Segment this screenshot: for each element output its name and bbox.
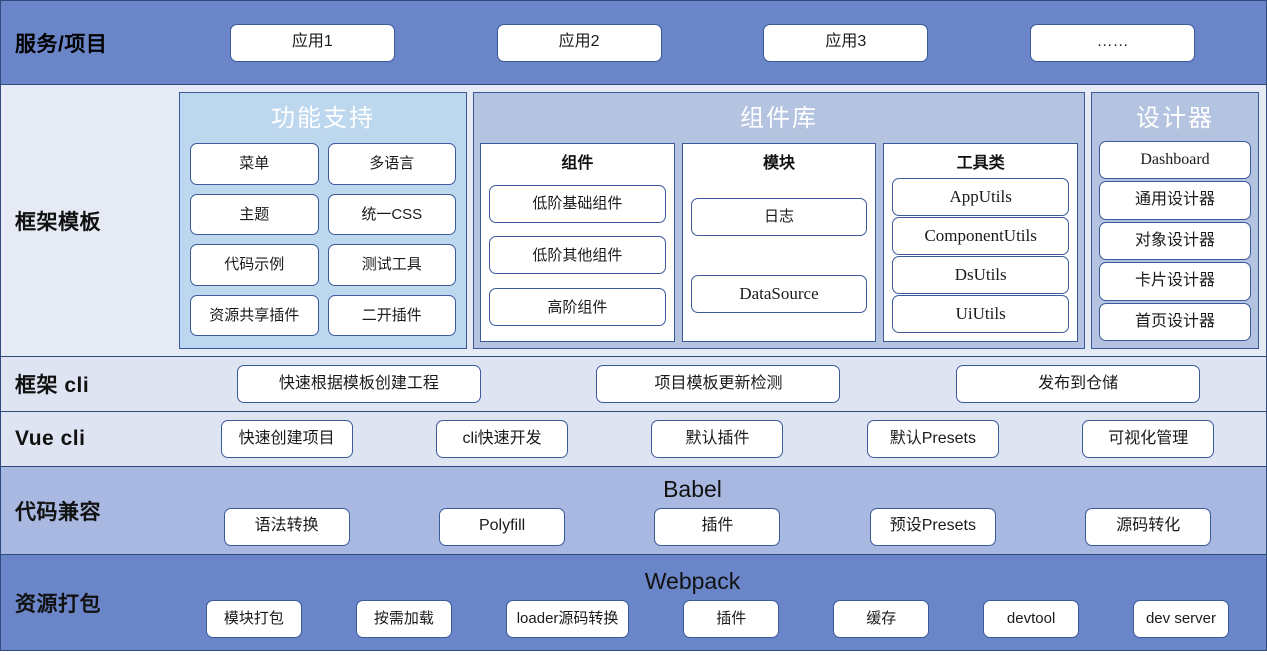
subpanel-items-utils: AppUtils ComponentUtils DsUtils UiUtils bbox=[892, 178, 1070, 333]
panel-designer: 设计器 Dashboard 通用设计器 对象设计器 卡片设计器 首页设计器 bbox=[1091, 92, 1259, 349]
chip-babel-presets[interactable]: 预设Presets bbox=[869, 507, 996, 546]
row-body-framework-template: 功能支持 菜单 多语言 主题 统一CSS 代码示例 测试工具 资源共享插件 二开… bbox=[179, 85, 1266, 356]
chip-feature-secondary-plugin[interactable]: 二开插件 bbox=[327, 294, 456, 336]
row-resource-bundling: 资源打包 Webpack 模块打包 按需加载 loader源码转换 插件 缓存 … bbox=[0, 555, 1267, 651]
chip-app-2[interactable]: 应用2 bbox=[496, 23, 662, 62]
chip-module-bundling[interactable]: 模块打包 bbox=[205, 599, 302, 638]
panel-title-component-library: 组件库 bbox=[474, 93, 1084, 139]
panel-inner-designer: Dashboard 通用设计器 对象设计器 卡片设计器 首页设计器 bbox=[1092, 139, 1258, 348]
subpanel-items-modules: 日志 DataSource bbox=[690, 178, 868, 333]
section-title-webpack: Webpack bbox=[644, 567, 741, 594]
chip-strip-webpack: 模块打包 按需加载 loader源码转换 插件 缓存 devtool dev s… bbox=[179, 599, 1266, 638]
panel-title-feature-support: 功能支持 bbox=[180, 93, 466, 139]
chip-polyfill[interactable]: Polyfill bbox=[439, 507, 566, 546]
chip-designer-general[interactable]: 通用设计器 bbox=[1099, 181, 1251, 220]
chip-designer-dashboard[interactable]: Dashboard bbox=[1099, 141, 1251, 180]
chip-template-update-check[interactable]: 项目模板更新检测 bbox=[596, 365, 841, 403]
chip-webpack-plugins[interactable]: 插件 bbox=[683, 599, 780, 638]
chip-app-more[interactable]: …… bbox=[1030, 23, 1196, 62]
chip-default-plugins[interactable]: 默认插件 bbox=[651, 420, 784, 458]
row-body-code-compatibility: Babel 语法转换 Polyfill 插件 预设Presets 源码转化 bbox=[179, 467, 1266, 554]
panel-inner-component-library: 组件 低阶基础组件 低阶其他组件 高阶组件 模块 日志 DataSource bbox=[474, 139, 1084, 349]
chip-feature-menu[interactable]: 菜单 bbox=[190, 143, 319, 185]
chip-designer-object[interactable]: 对象设计器 bbox=[1099, 221, 1251, 261]
subpanel-title-modules: 模块 bbox=[763, 155, 796, 172]
chip-loader-transform[interactable]: loader源码转换 bbox=[505, 599, 630, 638]
chip-module-datasource[interactable]: DataSource bbox=[690, 275, 868, 314]
subpanel-components: 组件 低阶基础组件 低阶其他组件 高阶组件 bbox=[480, 143, 675, 342]
chip-devtool[interactable]: devtool bbox=[983, 599, 1080, 638]
chip-designer-card[interactable]: 卡片设计器 bbox=[1099, 262, 1251, 301]
row-body-service-project: 应用1 应用2 应用3 …… bbox=[179, 1, 1266, 84]
chip-app-utils[interactable]: AppUtils bbox=[892, 178, 1070, 216]
chip-quick-create-project[interactable]: 快速创建项目 bbox=[220, 420, 353, 458]
chip-module-log[interactable]: 日志 bbox=[690, 197, 868, 236]
subpanel-modules: 模块 日志 DataSource bbox=[681, 143, 877, 342]
subpanel-title-components: 组件 bbox=[561, 155, 594, 172]
row-label-code-compatibility: 代码兼容 bbox=[15, 500, 101, 524]
row-vue-cli: Vue cli 快速创建项目 cli快速开发 默认插件 默认Presets 可视… bbox=[0, 412, 1267, 467]
chip-app-3[interactable]: 应用3 bbox=[763, 23, 929, 62]
chip-syntax-transform[interactable]: 语法转换 bbox=[223, 507, 350, 546]
row-label-framework-template: 框架模板 bbox=[15, 210, 101, 234]
chip-designer-homepage[interactable]: 首页设计器 bbox=[1099, 302, 1251, 342]
row-body-framework-cli: 快速根据模板创建工程 项目模板更新检测 发布到仓储 bbox=[179, 357, 1266, 411]
chip-feature-share-plugin[interactable]: 资源共享插件 bbox=[190, 294, 319, 336]
chip-high-component[interactable]: 高阶组件 bbox=[489, 288, 666, 327]
row-body-vue-cli: 快速创建项目 cli快速开发 默认插件 默认Presets 可视化管理 bbox=[179, 412, 1266, 466]
row-code-compatibility: 代码兼容 Babel 语法转换 Polyfill 插件 预设Presets 源码… bbox=[0, 467, 1267, 555]
row-label-resource-bundling: 资源打包 bbox=[15, 592, 101, 616]
chip-visual-management[interactable]: 可视化管理 bbox=[1082, 420, 1215, 458]
chip-feature-i18n[interactable]: 多语言 bbox=[327, 143, 456, 185]
section-title-babel: Babel bbox=[663, 475, 722, 502]
chip-create-project-from-template[interactable]: 快速根据模板创建工程 bbox=[236, 365, 481, 403]
row-service-project: 服务/项目 应用1 应用2 应用3 …… bbox=[0, 0, 1267, 85]
subpanel-utils: 工具类 AppUtils ComponentUtils DsUtils UiUt… bbox=[883, 143, 1079, 342]
panel-title-designer: 设计器 bbox=[1092, 93, 1258, 139]
chip-cache[interactable]: 缓存 bbox=[833, 599, 930, 638]
subpanel-items-components: 低阶基础组件 低阶其他组件 高阶组件 bbox=[489, 178, 666, 333]
row-framework-cli: 框架 cli 快速根据模板创建工程 项目模板更新检测 发布到仓储 bbox=[0, 357, 1267, 412]
chip-source-transform[interactable]: 源码转化 bbox=[1085, 507, 1212, 546]
row-label-framework-cli: 框架 cli bbox=[15, 374, 90, 397]
row-label-service-project: 服务/项目 bbox=[15, 32, 108, 56]
chip-low-other-component[interactable]: 低阶其他组件 bbox=[489, 236, 666, 275]
chip-component-utils[interactable]: ComponentUtils bbox=[892, 217, 1070, 255]
row-label-vue-cli: Vue cli bbox=[15, 427, 86, 450]
chip-low-base-component[interactable]: 低阶基础组件 bbox=[489, 184, 666, 223]
chip-strip-babel: 语法转换 Polyfill 插件 预设Presets 源码转化 bbox=[179, 507, 1266, 546]
chip-feature-theme[interactable]: 主题 bbox=[190, 193, 319, 235]
chip-ds-utils[interactable]: DsUtils bbox=[892, 256, 1070, 294]
chip-default-presets[interactable]: 默认Presets bbox=[866, 420, 999, 458]
chip-lazy-loading[interactable]: 按需加载 bbox=[355, 599, 452, 638]
chip-babel-plugins[interactable]: 插件 bbox=[654, 507, 781, 546]
chip-cli-rapid-dev[interactable]: cli快速开发 bbox=[436, 420, 569, 458]
row-framework-template: 框架模板 功能支持 菜单 多语言 主题 统一CSS 代码示例 测试工具 资源共享… bbox=[0, 85, 1267, 357]
chip-feature-code-sample[interactable]: 代码示例 bbox=[190, 244, 319, 286]
chip-ui-utils[interactable]: UiUtils bbox=[892, 295, 1070, 333]
chip-app-1[interactable]: 应用1 bbox=[229, 23, 395, 62]
row-body-resource-bundling: Webpack 模块打包 按需加载 loader源码转换 插件 缓存 devto… bbox=[179, 555, 1266, 650]
chip-feature-test-tools[interactable]: 测试工具 bbox=[327, 244, 456, 286]
chip-feature-unified-css[interactable]: 统一CSS bbox=[327, 193, 456, 235]
chip-publish-to-repository[interactable]: 发布到仓储 bbox=[956, 365, 1201, 403]
panel-feature-support: 功能支持 菜单 多语言 主题 统一CSS 代码示例 测试工具 资源共享插件 二开… bbox=[179, 92, 467, 349]
chip-dev-server[interactable]: dev server bbox=[1132, 599, 1229, 638]
subpanel-title-utils: 工具类 bbox=[956, 155, 1005, 172]
panel-component-library: 组件库 组件 低阶基础组件 低阶其他组件 高阶组件 模块 日志 bbox=[473, 92, 1085, 349]
panel-inner-feature-support: 菜单 多语言 主题 统一CSS 代码示例 测试工具 资源共享插件 二开插件 bbox=[180, 139, 466, 348]
